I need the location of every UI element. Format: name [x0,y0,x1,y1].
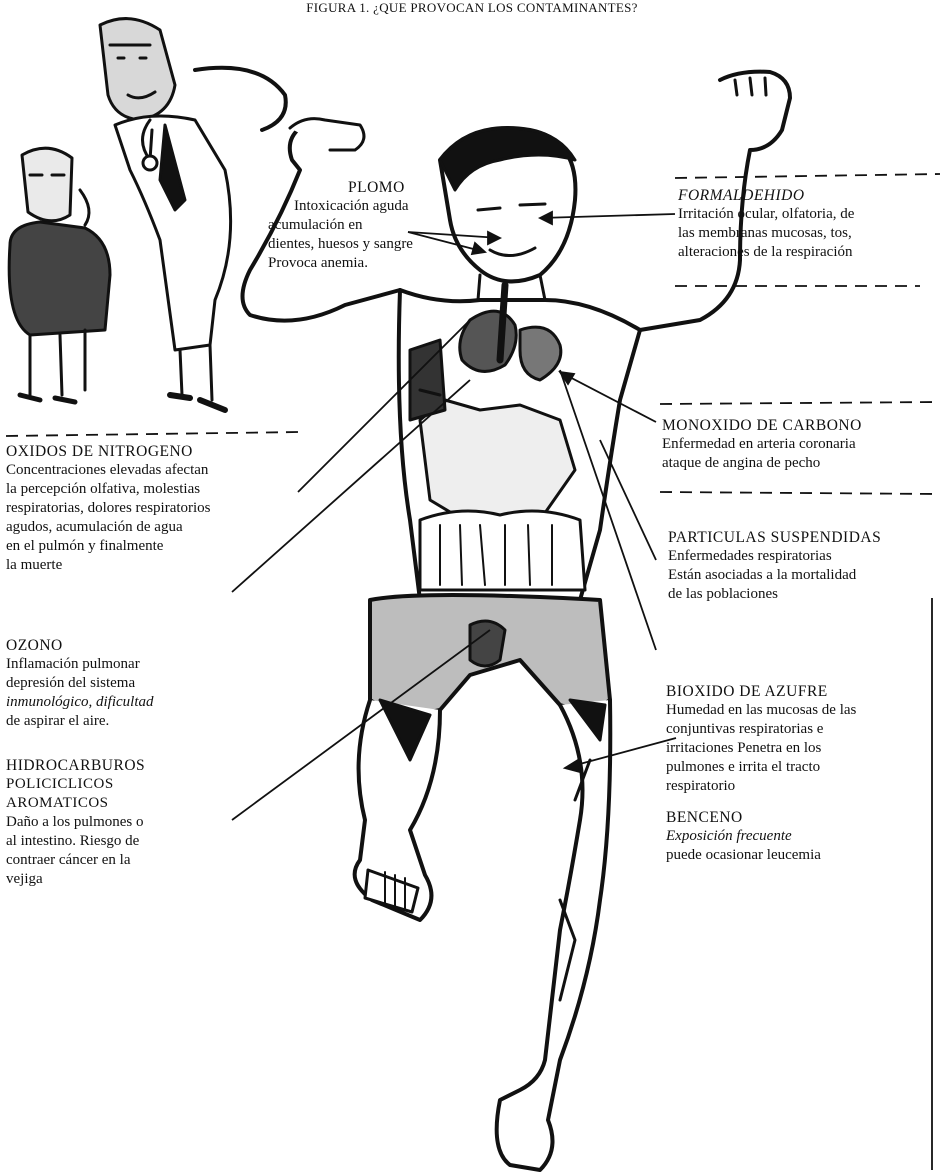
label-bioxido-line: conjuntivas respiratorias e [666,720,856,739]
label-hidrocarburos-line: Daño a los pulmones o [6,813,145,832]
label-monoxido-line: Enfermedad en arteria coronaria [662,435,862,454]
label-oxidos: OXIDOS DE NITROGENO Concentraciones elev… [6,442,211,575]
separator-monoxido-top [660,402,940,404]
label-monoxido-line: ataque de angina de pecho [662,454,862,473]
label-oxidos-line: en el pulmón y finalmente [6,537,211,556]
label-oxidos-line: agudos, acumulación de agua [6,518,211,537]
label-monoxido: MONOXIDO DE CARBONO Enfermedad en arteri… [662,416,862,473]
label-bioxido-line: irritaciones Penetra en los [666,739,856,758]
label-oxidos-line: la muerte [6,556,211,575]
label-formaldehido: FORMALDEHIDO Irritación ocular, olfatori… [678,186,854,262]
label-hidrocarburos-line: POLICICLICOS [6,775,145,794]
label-particulas-line: Están asociadas a la mortalidad [668,566,881,585]
label-ozono-line: Inflamación pulmonar [6,655,154,674]
label-benceno-head: BENCENO [666,808,821,827]
label-ozono-line: inmunológico, dificultad [6,693,154,712]
label-bioxido-head: BIOXIDO DE AZUFRE [666,682,856,701]
label-oxidos-line: la percepción olfativa, molestias [6,480,211,499]
onlooker-doctor-figure [100,19,286,410]
label-formaldehido-line: alteraciones de la respiración [678,243,854,262]
label-ozono-line: depresión del sistema [6,674,154,693]
label-hidrocarburos-head: HIDROCARBUROS [6,756,145,775]
label-particulas: PARTICULAS SUSPENDIDAS Enfermedades resp… [668,528,881,604]
label-ozono-line: de aspirar el aire. [6,712,154,731]
label-bioxido-line: respiratorio [666,777,856,796]
onlooker-small-figure [9,148,110,402]
separator-oxidos-top [6,432,300,436]
label-plomo-line: acumulación en [268,216,413,235]
label-hidrocarburos-line: al intestino. Riesgo de [6,832,145,851]
label-hidrocarburos: HIDROCARBUROS POLICICLICOS AROMATICOS Da… [6,756,145,889]
label-formaldehido-head: FORMALDEHIDO [678,186,854,205]
label-hidrocarburos-line: contraer cáncer en la [6,851,145,870]
label-plomo-line: Provoca anemia. [268,254,413,273]
label-plomo-head: PLOMO [268,178,413,197]
label-bioxido-line: Humedad en las mucosas de las [666,701,856,720]
label-plomo-line: Intoxicación aguda [268,197,413,216]
label-benceno-line: Exposición frecuente [666,827,821,846]
label-formaldehido-line: las membranas mucosas, tos, [678,224,854,243]
label-plomo-line: dientes, huesos y sangre [268,235,413,254]
label-formaldehido-line: Irritación ocular, olfatoria, de [678,205,854,224]
label-particulas-head: PARTICULAS SUSPENDIDAS [668,528,881,547]
label-ozono: OZONO Inflamación pulmonar depresión del… [6,636,154,731]
separator-monoxido-bottom [660,492,940,494]
label-oxidos-head: OXIDOS DE NITROGENO [6,442,211,461]
label-particulas-line: de las poblaciones [668,585,881,604]
label-bioxido: BIOXIDO DE AZUFRE Humedad en las mucosas… [666,682,856,796]
label-hidrocarburos-line: AROMATICOS [6,794,145,813]
label-benceno: BENCENO Exposición frecuente puede ocasi… [666,808,821,865]
label-ozono-head: OZONO [6,636,154,655]
label-oxidos-line: Concentraciones elevadas afectan [6,461,211,480]
label-plomo: PLOMO Intoxicación aguda acumulación en … [268,178,413,273]
label-monoxido-head: MONOXIDO DE CARBONO [662,416,862,435]
label-hidrocarburos-line: vejiga [6,870,145,889]
label-oxidos-line: respiratorias, dolores respiratorios [6,499,211,518]
pointer-particulas [600,440,656,560]
label-particulas-line: Enfermedades respiratorias [668,547,881,566]
label-benceno-line: puede ocasionar leucemia [666,846,821,865]
arrowhead-benceno [565,760,580,772]
label-bioxido-line: pulmones e irrita el tracto [666,758,856,777]
